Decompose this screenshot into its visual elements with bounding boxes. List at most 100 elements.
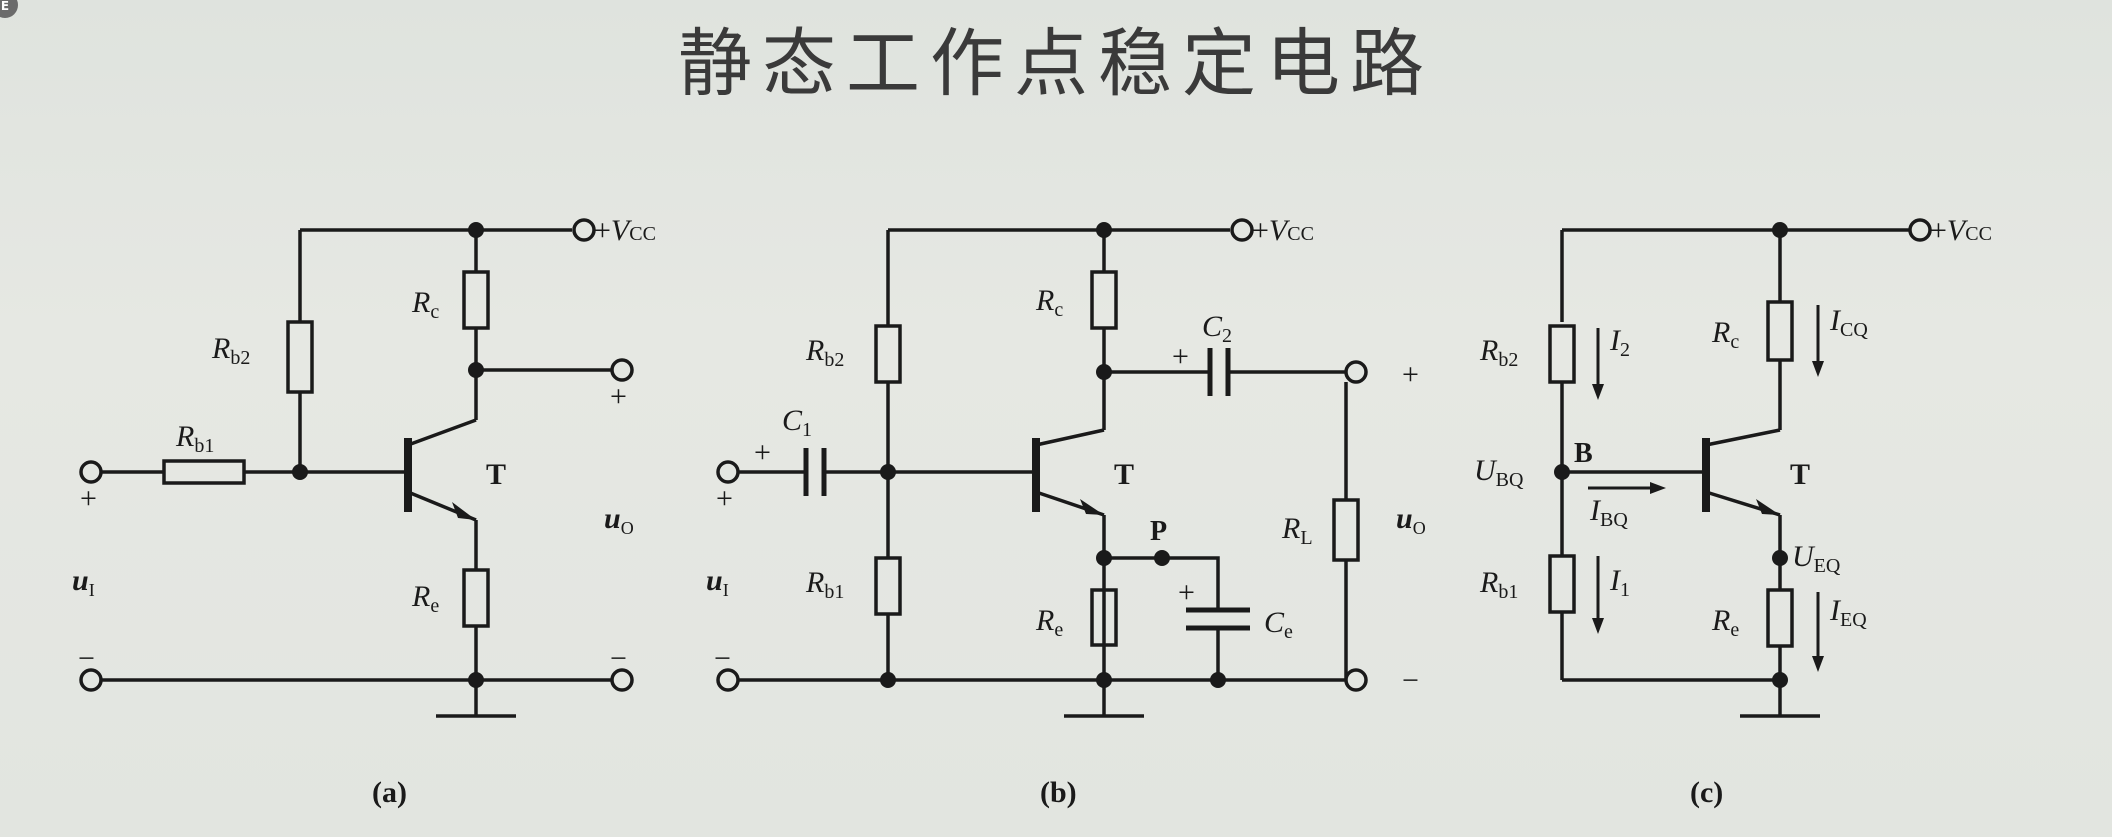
- circuit-c-ueq-label: UEQ: [1792, 540, 1841, 577]
- circuit-c-vcc-terminal: [1908, 218, 1932, 242]
- circuit-b-junction-dot: [1210, 672, 1226, 688]
- circuit-a-ui-label: uI: [72, 564, 95, 600]
- circuit-a-input-terminal: [79, 460, 103, 484]
- circuit-b-emitter-arrow-icon: [1080, 499, 1104, 515]
- circuit-b-transistor-label: T: [1114, 458, 1134, 491]
- circuit-b-rb1-resistor: [874, 556, 902, 616]
- circuit-b-vcc-terminal: [1230, 218, 1254, 242]
- circuit-b-rl-label: RL: [1281, 512, 1313, 549]
- circuit-b-re-label: Re: [1035, 604, 1063, 641]
- circuit-b-input-plus: +: [716, 482, 733, 515]
- circuit-a-rc-label: Rc: [411, 286, 439, 323]
- circuit-a-input-plus: +: [80, 482, 97, 515]
- circuit-c-rb2-label: Rb2: [1479, 334, 1518, 371]
- circuit-c-current-arrows: [1588, 305, 1820, 660]
- circuit-b-rb2-label: Rb2: [805, 334, 844, 371]
- circuit-a-input-ground-terminal: [79, 668, 103, 692]
- corner-badge: E: [0, 0, 18, 18]
- circuit-c-junction-dot: [1772, 672, 1788, 688]
- circuit-a-wires: [91, 228, 612, 718]
- circuit-a-output-ground-terminal: [610, 668, 634, 692]
- circuit-c-ibq-arrowhead-icon: [1650, 482, 1666, 494]
- circuit-a-junction-dot: [468, 222, 484, 238]
- circuit-b-junction-dot: [1096, 672, 1112, 688]
- circuit-b-c2-label: C2: [1202, 310, 1232, 347]
- circuit-a-transistor-label: T: [486, 458, 506, 491]
- circuit-c-ibq-label: IBQ: [1589, 494, 1628, 531]
- circuit-b-uo-label: uO: [1396, 502, 1426, 538]
- circuit-b-rl-resistor: [1332, 498, 1360, 562]
- circuit-b-node-p-dot: [1154, 550, 1170, 566]
- circuit-b-output-minus: −: [1402, 664, 1419, 697]
- circuit-a-vcc-label: +VCC: [594, 214, 656, 247]
- circuit-b-rb1-label: Rb1: [805, 566, 844, 603]
- circuit-a-output-minus: −: [610, 642, 627, 675]
- circuit-a-emitter-arrow-icon: [452, 502, 476, 520]
- circuit-c-rb1-label: Rb1: [1479, 566, 1518, 603]
- circuit-c-i2-label: I2: [1609, 324, 1630, 361]
- circuit-b-c1-label: C1: [782, 404, 812, 441]
- circuit-b-junction-dot: [880, 464, 896, 480]
- circuit-b-junction-dot: [1096, 550, 1112, 566]
- circuit-a-output-plus: +: [610, 380, 627, 413]
- circuit-a-caption: (a): [372, 776, 407, 809]
- circuit-b-re-resistor: [1090, 588, 1118, 647]
- circuit-c-rc-label: Rc: [1711, 316, 1739, 353]
- circuit-c-i2-arrowhead-icon: [1592, 384, 1604, 400]
- circuit-b-ce-plus: +: [1178, 576, 1195, 609]
- circuit-b-output-terminal: [1344, 360, 1368, 384]
- circuit-b-c2-capacitor: [1207, 348, 1231, 396]
- circuit-a-rc-resistor: [462, 270, 490, 330]
- circuit-c-junction-dot: [1772, 222, 1788, 238]
- circuit-a-junction-dot: [468, 362, 484, 378]
- circuit-a-rb1-resistor: [162, 459, 246, 485]
- circuit-b-caption: (b): [1040, 776, 1077, 809]
- circuit-b-vcc-label: +VCC: [1252, 214, 1314, 247]
- circuit-c-i1-arrowhead-icon: [1592, 618, 1604, 634]
- circuit-b-c1-plus: +: [754, 436, 771, 469]
- circuit-b-input-ground-terminal: [716, 668, 740, 692]
- circuit-c-ieq-label: IEQ: [1829, 594, 1867, 631]
- circuit-c-rc-resistor: [1766, 300, 1794, 362]
- circuit-c-rb1-resistor: [1548, 554, 1576, 614]
- page-title: 静态工作点稳定电路: [678, 21, 1434, 107]
- circuit-c-ieq-arrowhead-icon: [1812, 656, 1824, 672]
- circuit-b-ui-label: uI: [706, 564, 729, 600]
- circuit-b-output-plus: +: [1402, 358, 1419, 391]
- circuit-a-re-label: Re: [411, 580, 439, 617]
- circuit-b-ce-label: Ce: [1264, 606, 1293, 643]
- circuit-b-rb2-resistor: [874, 324, 902, 384]
- circuit-b-input-terminal: [716, 460, 740, 484]
- circuit-c-rb2-resistor: [1548, 324, 1576, 384]
- circuit-b-ce-capacitor: [1186, 607, 1250, 631]
- circuit-c-emitter-arrow-icon: [1756, 499, 1780, 515]
- circuit-a-vcc-terminal: [572, 218, 596, 242]
- circuit-b-rc-resistor: [1090, 270, 1118, 330]
- circuit-c-vcc-label: +VCC: [1930, 214, 1992, 247]
- circuit-a-rb1-label: Rb1: [175, 420, 214, 457]
- circuit-c-i1-label: I1: [1609, 564, 1630, 601]
- circuit-a-junction-dot: [292, 464, 308, 480]
- circuit-a-rb2-label: Rb2: [211, 332, 250, 369]
- circuit-b-c2-plus: +: [1172, 340, 1189, 373]
- circuit-c-transistor-label: T: [1790, 458, 1810, 491]
- circuit-c-icq-arrowhead-icon: [1812, 361, 1824, 377]
- circuit-a-output-terminal: [610, 358, 634, 382]
- circuit-c-re-label: Re: [1711, 604, 1739, 641]
- circuit-c-node-b-dot: [1554, 464, 1570, 480]
- circuit-a-transistor-base-bar: [404, 438, 412, 512]
- circuit-b-input-minus: −: [714, 642, 731, 675]
- circuit-b-output-ground-terminal: [1344, 668, 1368, 692]
- circuit-b-transistor-base-bar: [1032, 438, 1040, 512]
- circuit-a-input-minus: −: [78, 642, 95, 675]
- circuit-b-node-p-label: P: [1150, 516, 1167, 547]
- circuit-c-caption: (c): [1690, 776, 1723, 809]
- circuit-a-junction-dot: [468, 672, 484, 688]
- circuit-b-rc-label: Rc: [1035, 284, 1063, 321]
- circuit-c-re-resistor: [1766, 588, 1794, 648]
- circuit-a-re-resistor: [462, 568, 490, 628]
- circuit-c-ubq-label: UBQ: [1474, 454, 1524, 491]
- circuit-c-node-b-label: B: [1574, 438, 1593, 469]
